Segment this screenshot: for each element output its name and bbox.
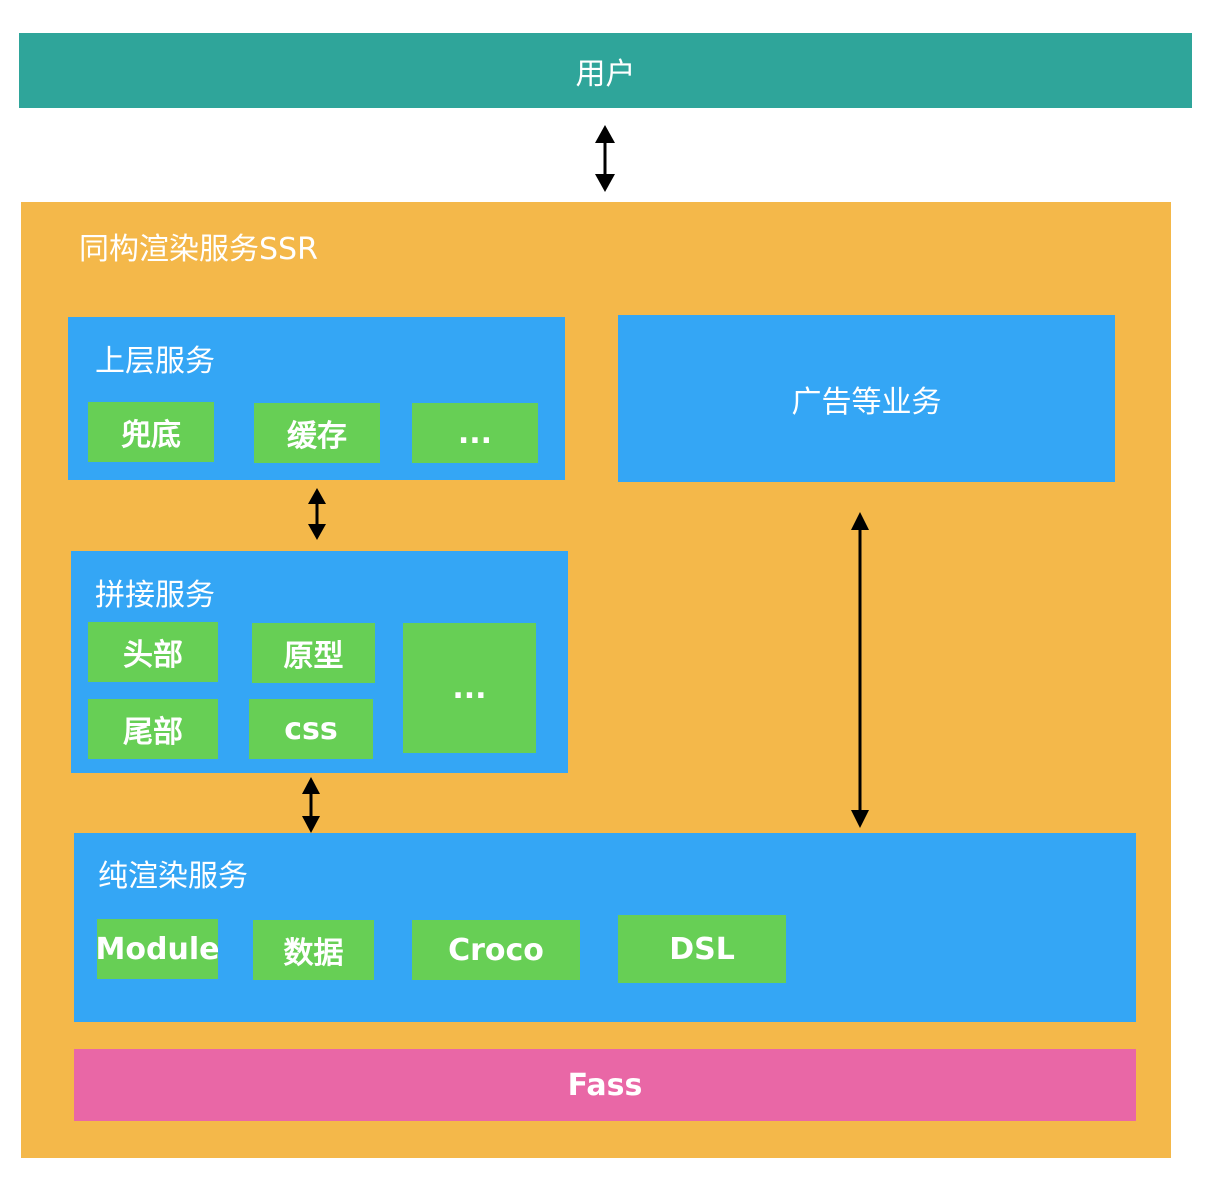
arrow-user-ssr <box>595 125 615 192</box>
data-module: 数据 <box>253 920 374 980</box>
module-label: Module <box>95 931 220 967</box>
upper-service-title: 上层服务 <box>95 344 215 379</box>
croco-label: Croco <box>448 932 544 968</box>
arrow-splice-render <box>302 777 320 833</box>
css-module: css <box>249 699 373 759</box>
fallback-label: 兜底 <box>121 418 181 453</box>
fass-layer: Fass <box>74 1049 1136 1121</box>
ads-business-label: 广告等业务 <box>791 384 942 420</box>
upper-more-module: ... <box>412 403 538 463</box>
upper-more-label: ... <box>457 415 493 451</box>
footer-module: 尾部 <box>88 699 218 759</box>
css-label: css <box>284 711 338 747</box>
header-label: 头部 <box>123 638 183 673</box>
splice-service-title: 拼接服务 <box>95 578 215 613</box>
user-node: 用户 <box>19 33 1192 108</box>
fass-label: Fass <box>567 1067 643 1103</box>
arrow-upper-splice <box>308 488 326 540</box>
splice-more-label: ... <box>452 670 487 706</box>
data-label: 数据 <box>283 936 344 971</box>
ssr-title: 同构渲染服务SSR <box>79 232 318 267</box>
splice-more-module: ... <box>403 623 536 753</box>
footer-label: 尾部 <box>123 715 183 750</box>
header-module: 头部 <box>88 622 218 682</box>
dsl-label: DSL <box>669 931 735 967</box>
croco-module: Croco <box>412 920 580 980</box>
cache-module: 缓存 <box>254 403 380 463</box>
module-module: Module <box>95 919 220 979</box>
prototype-label: 原型 <box>283 639 344 674</box>
fallback-module: 兜底 <box>88 402 214 462</box>
render-service-panel <box>74 833 1136 1022</box>
dsl-module: DSL <box>618 915 786 983</box>
ads-business-panel: 广告等业务 <box>618 315 1115 482</box>
render-service-title: 纯渲染服务 <box>98 859 248 894</box>
arrow-ads-render <box>851 512 869 828</box>
user-label: 用户 <box>575 56 636 92</box>
prototype-module: 原型 <box>252 623 375 683</box>
cache-label: 缓存 <box>287 419 347 454</box>
